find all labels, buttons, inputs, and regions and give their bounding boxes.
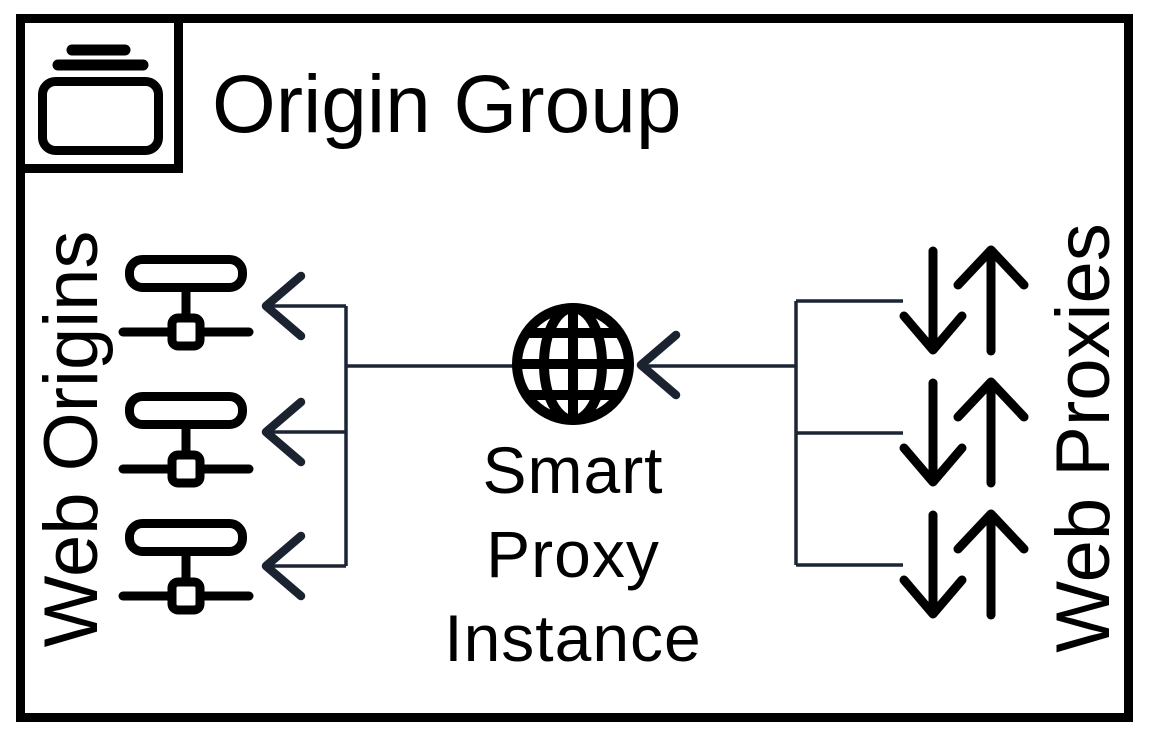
web-origin-2-network-node-icon <box>123 397 249 484</box>
stack-window <box>38 77 163 155</box>
smart-proxy-label-line-1: Smart <box>482 433 664 507</box>
web-origin-3-network-node-icon <box>123 524 249 611</box>
smart-proxy-label-line-3: Instance <box>444 601 702 675</box>
web-proxy-3-transfer-arrows-icon <box>904 514 1024 615</box>
globe-icon <box>512 303 634 425</box>
stacked-group-icon <box>38 44 163 155</box>
smart-proxy-label-line-2: Proxy <box>486 517 660 591</box>
web-proxies-label: Web Proxies <box>1041 223 1126 653</box>
web-origin-1-network-node-icon <box>123 260 249 347</box>
origin-group-badge <box>16 14 183 173</box>
web-origins-label: Web Origins <box>29 230 114 648</box>
left-connector-tree <box>266 304 519 568</box>
smart-proxy-instance-label: Smart Proxy Instance <box>444 428 702 680</box>
diagram-title: Origin Group <box>212 59 682 150</box>
web-proxy-2-transfer-arrows-icon <box>904 382 1024 483</box>
web-proxy-1-transfer-arrows-icon <box>904 250 1024 351</box>
right-connector-tree <box>645 299 903 567</box>
origin-group-border <box>16 14 1133 722</box>
